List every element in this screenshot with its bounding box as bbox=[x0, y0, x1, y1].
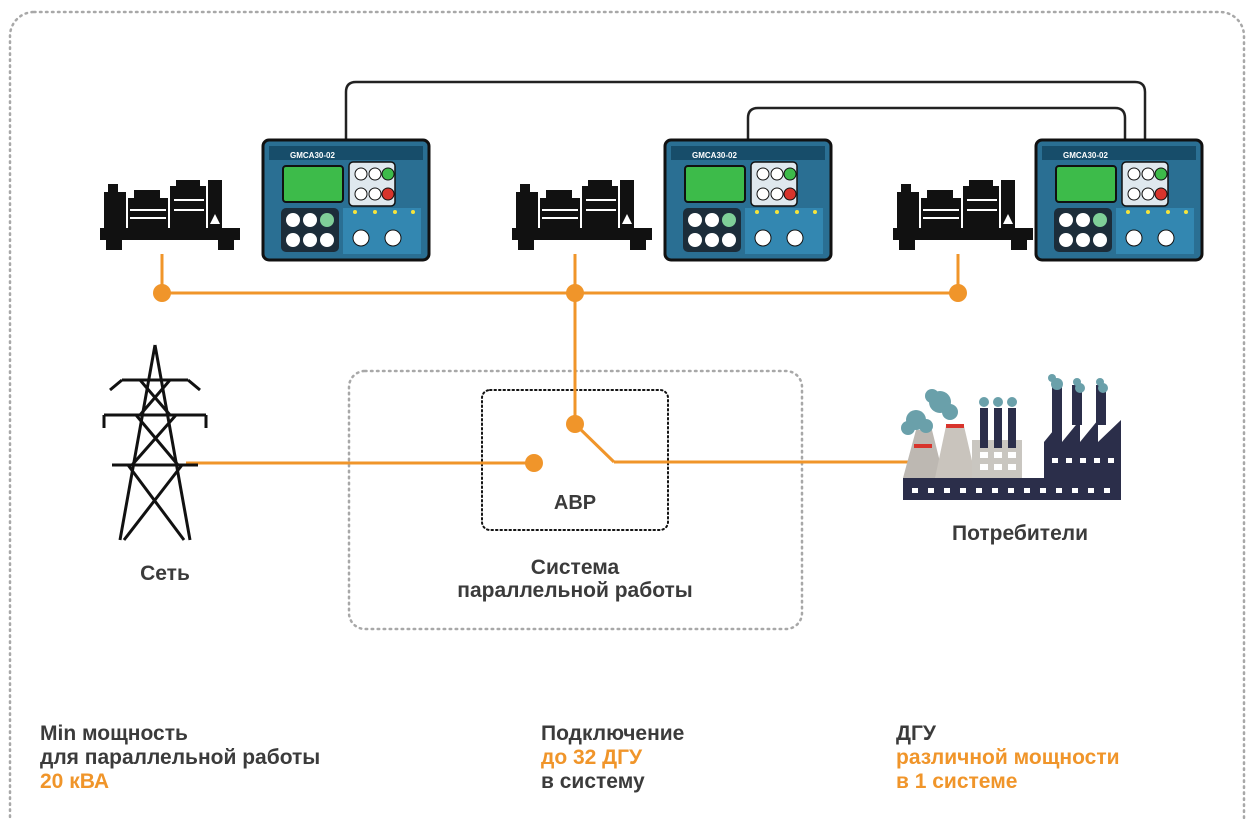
controller-3-icon: GMCA30-02 bbox=[1034, 138, 1204, 262]
controller-1-icon: GMCA30-02 bbox=[261, 138, 431, 262]
footer-col1-line2: для параллельной работы bbox=[40, 746, 321, 769]
svg-text:GMCA30-02: GMCA30-02 bbox=[692, 151, 737, 160]
svg-text:GMCA30-02: GMCA30-02 bbox=[290, 151, 335, 160]
bus-junctions bbox=[153, 284, 967, 472]
system-label-line2: параллельной работы bbox=[457, 579, 693, 602]
genset-2-icon bbox=[511, 179, 653, 251]
footer-col1-line3: 20 кВА bbox=[40, 770, 109, 793]
footer-col3-line1: ДГУ bbox=[896, 722, 936, 745]
power-bus bbox=[160, 254, 960, 465]
grid-label: Сеть bbox=[140, 562, 190, 585]
svg-text:GMCA30-02: GMCA30-02 bbox=[1063, 151, 1108, 160]
footer-min-power: Min мощность для параллельной работы 20 … bbox=[40, 722, 320, 794]
footer-connection: Подключение до 32 ДГУ в систему bbox=[541, 722, 684, 794]
footer-col3-line3: в 1 системе bbox=[896, 770, 1018, 793]
avr-label: АВР bbox=[553, 492, 597, 514]
footer-col3-line2: различной мощности bbox=[896, 746, 1120, 769]
genset-3-icon bbox=[892, 179, 1034, 251]
footer-col2-line3: в систему bbox=[541, 770, 645, 793]
outer-frame bbox=[8, 10, 1246, 819]
power-tower-icon bbox=[102, 344, 208, 541]
system-label-line1: Система bbox=[530, 556, 620, 579]
footer-col2-line1: Подключение bbox=[541, 722, 685, 745]
comm-line-inner bbox=[746, 106, 1127, 142]
footer-col2-line2: до 32 ДГУ bbox=[541, 746, 643, 769]
footer-col1-line1: Min мощность bbox=[40, 722, 188, 745]
genset-1-icon bbox=[99, 179, 241, 251]
footer-dgu-power: ДГУ различной мощности в 1 системе bbox=[896, 722, 1120, 794]
consumers-label: Потребители bbox=[951, 522, 1088, 545]
controller-2-icon: GMCA30-02 bbox=[663, 138, 833, 262]
system-label: Система параллельной работы bbox=[400, 556, 750, 602]
comm-line-outer bbox=[344, 80, 1147, 142]
factory-icon bbox=[901, 374, 1121, 500]
